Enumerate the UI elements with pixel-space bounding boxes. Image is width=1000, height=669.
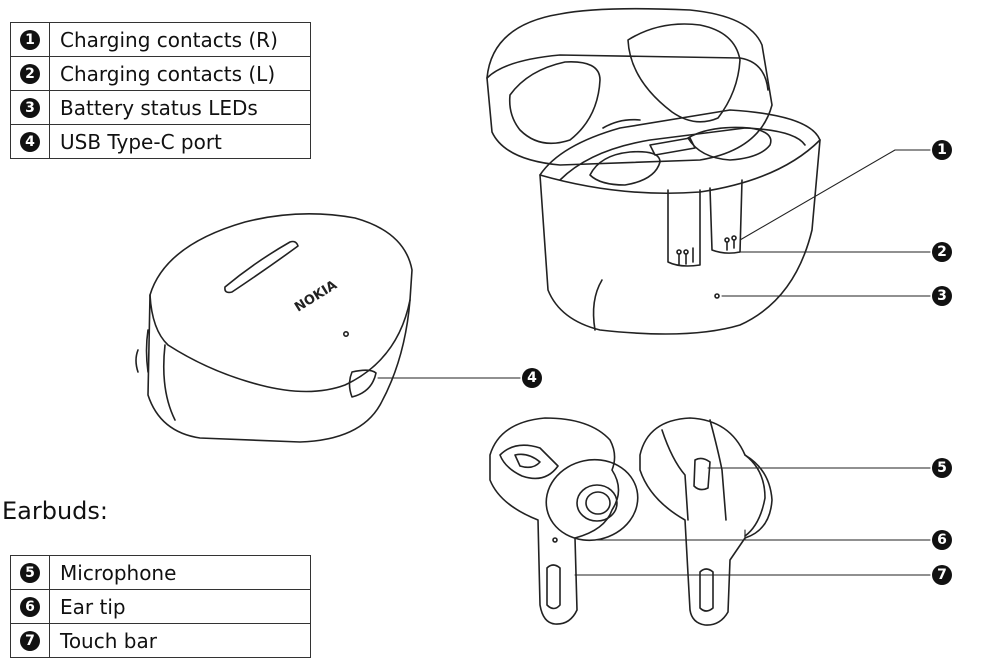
- legend-label: USB Type-C port: [49, 124, 311, 159]
- leader-lines: [377, 149, 931, 576]
- earbud-parts-legend: 5 Microphone 6 Ear tip 7 Touch bar: [10, 555, 311, 658]
- callout-number-badge: 4: [20, 132, 40, 152]
- legend-row: 2 Charging contacts (L): [10, 56, 311, 91]
- earbuds-heading: Earbuds:: [2, 497, 109, 525]
- legend-label: Battery status LEDs: [49, 90, 311, 125]
- callout-badge-6: 6: [932, 530, 952, 550]
- callout-badge-3: 3: [932, 286, 952, 306]
- legend-row: 1 Charging contacts (R): [10, 22, 311, 57]
- callout-number-badge: 3: [20, 98, 40, 118]
- callout-number-badge: 7: [20, 631, 40, 651]
- open-case-drawing: [486, 7, 821, 335]
- legend-row: 6 Ear tip: [10, 589, 311, 624]
- earbud-back-drawing: [639, 417, 773, 626]
- callout-badge-4: 4: [522, 368, 542, 388]
- callout-badge-5: 5: [932, 458, 952, 478]
- callout-badge-1: 1: [932, 140, 952, 160]
- closed-case-drawing: NOKIA: [135, 213, 413, 443]
- case-parts-legend: 1 Charging contacts (R) 2 Charging conta…: [10, 22, 311, 159]
- legend-label: Charging contacts (R): [49, 22, 311, 57]
- callout-number-badge: 2: [20, 64, 40, 84]
- legend-row: 3 Battery status LEDs: [10, 90, 311, 125]
- legend-row: 7 Touch bar: [10, 623, 311, 658]
- legend-row: 4 USB Type-C port: [10, 124, 311, 159]
- callout-badge-7: 7: [932, 565, 952, 585]
- callout-number-badge: 1: [20, 30, 40, 50]
- earbud-front-drawing: [489, 417, 639, 625]
- legend-label: Charging contacts (L): [49, 56, 311, 91]
- callout-number-badge: 6: [20, 597, 40, 617]
- brand-logo: NOKIA: [292, 278, 340, 316]
- legend-label: Touch bar: [49, 623, 311, 658]
- callout-number-badge: 5: [20, 563, 40, 583]
- callout-badge-2: 2: [932, 242, 952, 262]
- legend-label: Ear tip: [49, 589, 311, 624]
